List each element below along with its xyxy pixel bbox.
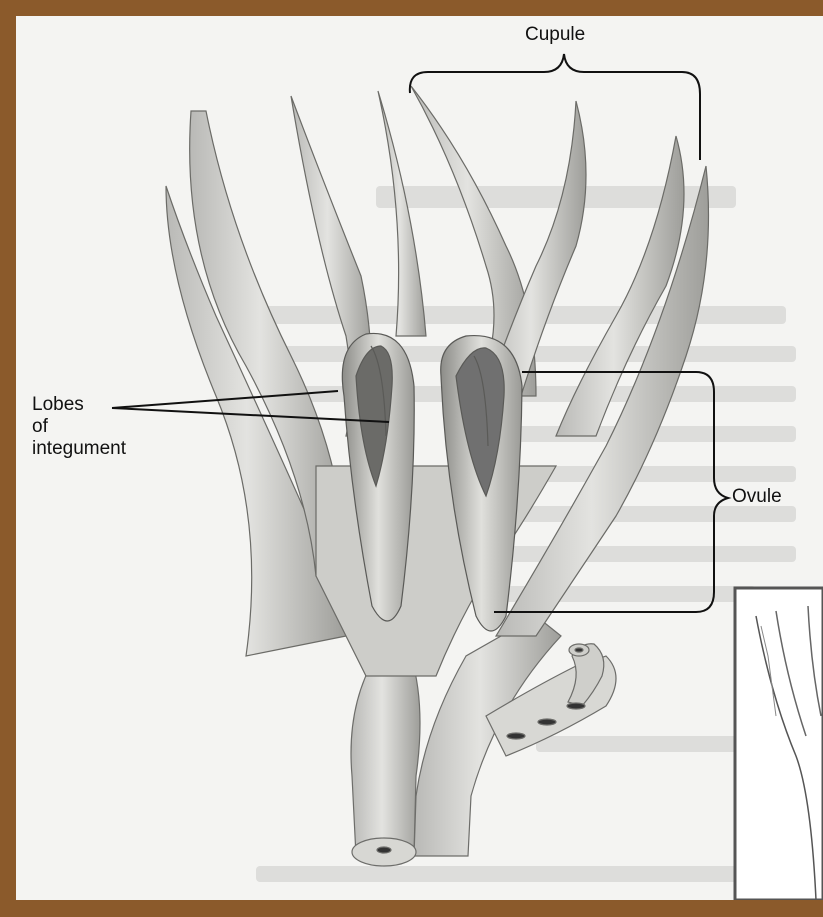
lobes-of-integument-label: Lobes of integument [32, 394, 126, 460]
ovule-label: Ovule [732, 486, 782, 508]
inset-sketch [735, 588, 823, 900]
cupule-bracket [410, 54, 700, 160]
lobes-label-line2: of [32, 416, 126, 438]
diagram-panel: Cupule Lobes of integument Ovule [16, 16, 823, 900]
lobes-label-line1: Lobes [32, 394, 126, 416]
cupule-illustration [16, 16, 823, 900]
lobes-label-line3: integument [32, 438, 126, 460]
cupule-label: Cupule [525, 24, 585, 46]
